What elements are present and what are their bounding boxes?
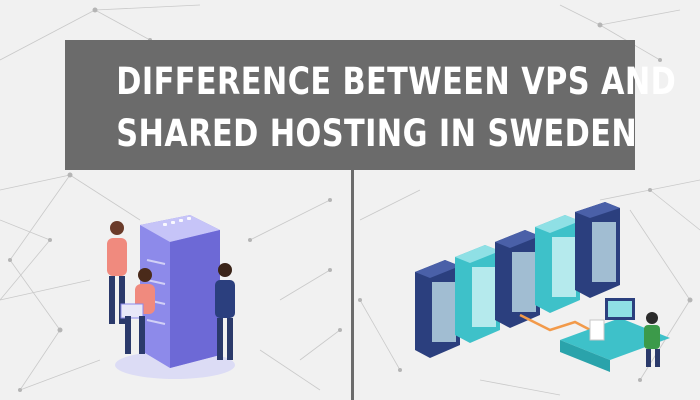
vps-server-illustration	[415, 202, 670, 372]
title-banner: DIFFERENCE BETWEEN VPS AND SHARED HOSTIN…	[65, 40, 677, 170]
shared-hosting-illustration	[107, 215, 235, 379]
server-tower-icon	[140, 215, 220, 368]
person-man-icon	[215, 263, 235, 360]
cable-icon	[519, 313, 601, 337]
center-divider	[351, 170, 354, 400]
person-woman-icon	[107, 221, 127, 324]
title-line-2: SHARED HOSTING IN SWEDEN	[116, 112, 638, 155]
title-line-1: DIFFERENCE BETWEEN VPS AND	[116, 60, 677, 103]
server-rack-icon	[415, 202, 620, 358]
admin-desk-icon	[560, 298, 670, 372]
person-laptop-icon	[120, 268, 155, 354]
